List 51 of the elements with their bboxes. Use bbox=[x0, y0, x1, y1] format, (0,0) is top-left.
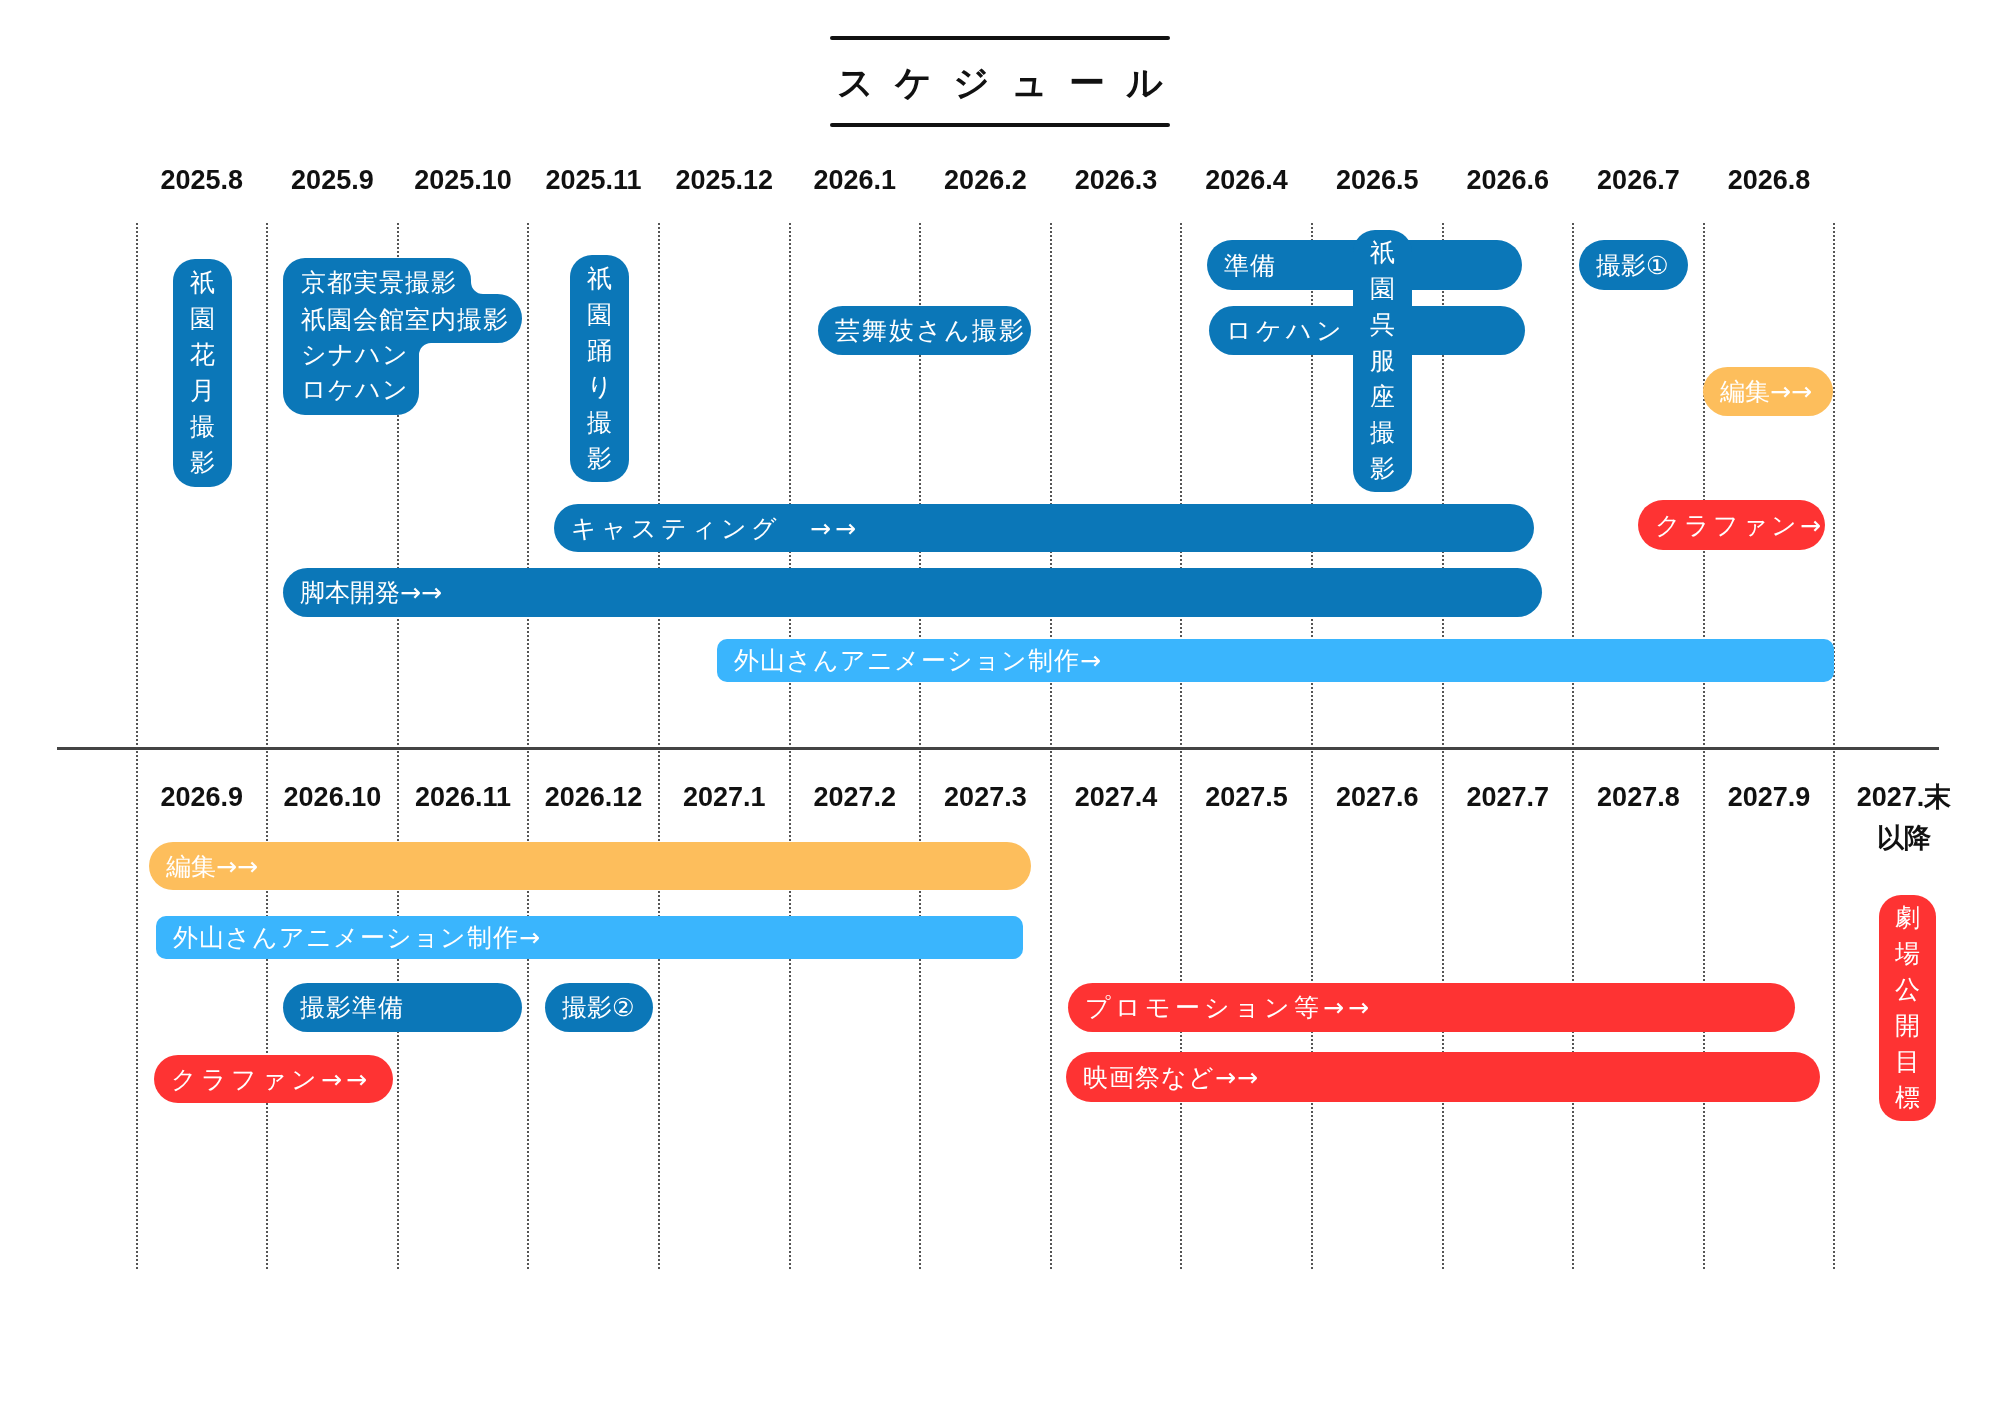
task-bar: キャスティング →→ bbox=[554, 504, 1534, 552]
task-bar: 映画祭など→→ bbox=[1066, 1052, 1820, 1102]
month-label: 2026.12 bbox=[543, 781, 644, 814]
task-bar: クラファン→ bbox=[1638, 500, 1825, 550]
task-bar: 編集→→ bbox=[149, 842, 1031, 890]
month-label: 2025.11 bbox=[544, 164, 643, 197]
task-bar: 祇園呉服座撮影 bbox=[1353, 230, 1412, 492]
month-label: 2026.9 bbox=[159, 781, 245, 814]
month-label: 2027.2 bbox=[812, 781, 898, 814]
task-label: ロケハン bbox=[301, 375, 409, 405]
task-bar: 脚本開発→→ bbox=[283, 568, 1542, 617]
task-bar: 祇園花月撮影 bbox=[173, 259, 232, 487]
task-bar: クラファン→→ bbox=[154, 1055, 393, 1103]
month-label: 2026.7 bbox=[1596, 164, 1681, 197]
task-label: 祇園会館室内撮影 bbox=[301, 305, 509, 335]
title: スケジュール bbox=[836, 61, 1185, 105]
month-label: 2026.10 bbox=[282, 781, 383, 814]
task-bar: 撮影準備 bbox=[283, 983, 522, 1032]
task-label: 京都実景撮影 bbox=[301, 268, 457, 298]
task-bar: 編集→→ bbox=[1703, 367, 1833, 416]
month-label: 2027.1 bbox=[681, 781, 767, 814]
month-label: 2025.9 bbox=[290, 164, 375, 197]
month-label: 2026.6 bbox=[1465, 164, 1551, 197]
month-label: 2025.8 bbox=[159, 164, 245, 197]
task-bar: プロモーション等→→ bbox=[1068, 983, 1795, 1032]
month-label: 2026.1 bbox=[812, 164, 898, 197]
month-label: 2027.8 bbox=[1596, 781, 1681, 814]
month-label: 2026.11 bbox=[413, 781, 513, 814]
task-bar: 芸舞妓さん撮影 bbox=[818, 306, 1031, 355]
month-label: 2025.10 bbox=[413, 164, 513, 197]
month-label: 2026.2 bbox=[943, 164, 1028, 197]
month-label: 2026.3 bbox=[1073, 164, 1159, 197]
month-label: 2027.9 bbox=[1726, 781, 1812, 814]
month-label: 2027.3 bbox=[943, 781, 1028, 814]
task-bar: 撮影① bbox=[1579, 240, 1688, 290]
month-label: 2027.4 bbox=[1073, 781, 1159, 814]
task-bar: 劇場公開目標 bbox=[1879, 895, 1936, 1121]
task-bar: 外山さんアニメーション制作→ bbox=[156, 916, 1023, 959]
task-label: シナハン bbox=[301, 340, 409, 370]
month-label: 2027.末以降 bbox=[1855, 781, 1953, 855]
month-label: 2027.7 bbox=[1465, 781, 1551, 814]
month-label: 2026.4 bbox=[1204, 164, 1289, 197]
task-bar: 撮影② bbox=[545, 983, 653, 1032]
task-bar bbox=[283, 258, 523, 415]
month-label: 2027.6 bbox=[1334, 781, 1420, 814]
month-label: 2026.5 bbox=[1334, 164, 1420, 197]
month-label: 2026.8 bbox=[1726, 164, 1812, 197]
month-label: 2027.5 bbox=[1204, 781, 1289, 814]
task-bar: 外山さんアニメーション制作→ bbox=[717, 639, 1834, 682]
task-bar: 祇園踊り撮影 bbox=[570, 255, 629, 482]
month-label: 2025.12 bbox=[674, 164, 774, 197]
